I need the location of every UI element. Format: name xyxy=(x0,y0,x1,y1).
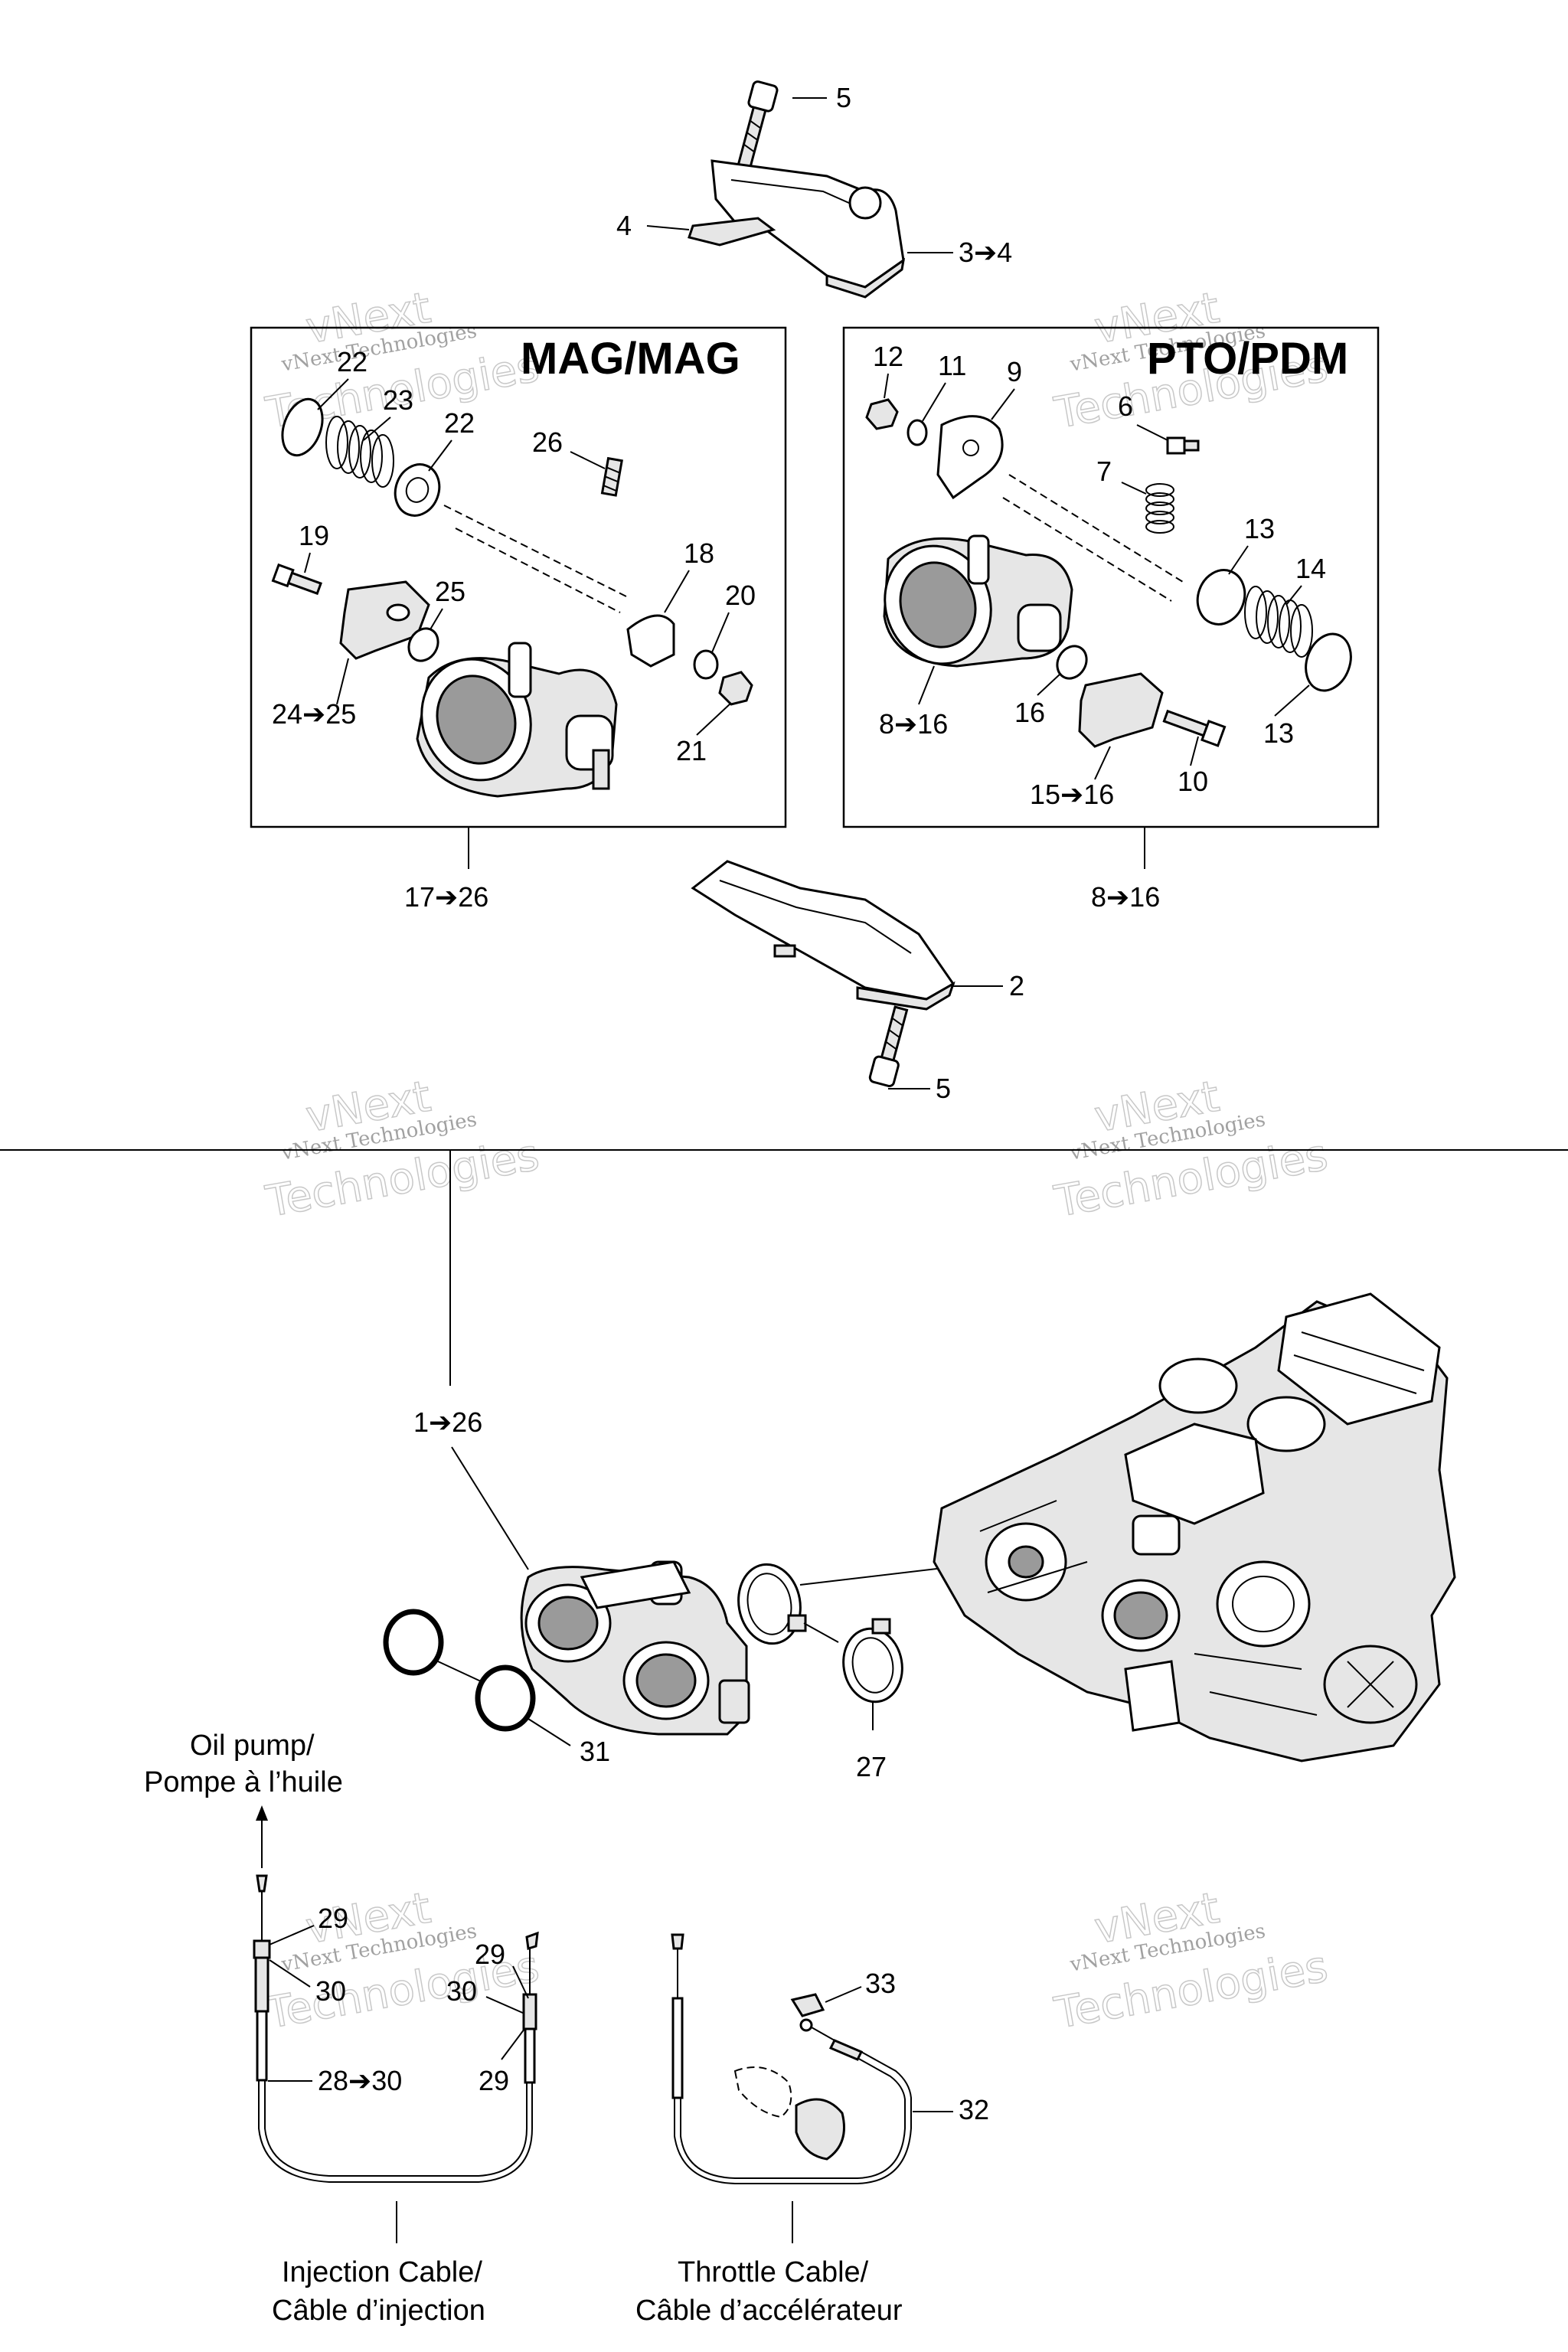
throttle-body-assembly xyxy=(520,1560,750,1736)
callout-25: 25 xyxy=(435,576,466,607)
o-ring-part-25 xyxy=(407,627,439,662)
callout-18: 18 xyxy=(684,537,714,569)
pto-section-box xyxy=(842,326,1380,828)
injection-cable-label: Injection Cable/ xyxy=(282,2256,482,2288)
callout-4: 4 xyxy=(616,210,632,241)
callout-30a: 30 xyxy=(315,1975,346,2007)
pto-throttle-body-part-8 xyxy=(883,534,1073,668)
callout-6: 6 xyxy=(1118,390,1133,422)
clip-part-4 xyxy=(688,217,776,247)
sensor-part-15 xyxy=(1078,672,1164,748)
callout-13b: 13 xyxy=(1263,717,1294,749)
callout-22a: 22 xyxy=(337,346,368,377)
washer-part-20 xyxy=(693,649,719,680)
o-ring-part-16 xyxy=(1056,645,1088,680)
engine-block xyxy=(933,1292,1456,1762)
spring-part-14 xyxy=(1244,586,1313,658)
callout-8-16-inner: 8➔16 xyxy=(879,708,948,740)
watermark-4: vNext vNext Technologies Technologies xyxy=(1050,1071,1332,1228)
oil-pump-label: Oil pump/ xyxy=(190,1730,315,1762)
callout-21: 21 xyxy=(676,735,707,766)
callout-23: 23 xyxy=(383,384,413,416)
callout-24-25: 24➔25 xyxy=(272,698,356,730)
washer-part-13a xyxy=(1196,569,1246,626)
o-ring-part-31a xyxy=(383,1609,444,1676)
throttle-cable-part-32 xyxy=(671,1933,912,2184)
callout-19: 19 xyxy=(299,520,329,551)
washer-part-22a xyxy=(281,397,324,457)
callout-30b: 30 xyxy=(446,1975,477,2007)
callout-12: 12 xyxy=(873,341,903,372)
o-ring-part-31b xyxy=(475,1664,536,1732)
throttle-cable-label-fr: Câble d’accélérateur xyxy=(635,2295,903,2327)
nut-part-21 xyxy=(718,671,753,706)
injection-cable-label-fr: Câble d’injection xyxy=(272,2295,485,2327)
callout-28-30: 28➔30 xyxy=(318,2065,402,2096)
nut-part-12 xyxy=(865,398,899,430)
callout-3-4: 3➔4 xyxy=(959,237,1012,268)
oil-pump-label-fr: Pompe à l’huile xyxy=(144,1766,343,1798)
callout-17-26: 17➔26 xyxy=(404,881,488,913)
watermark-3: vNext vNext Technologies Technologies xyxy=(262,1071,544,1228)
clamp-part-27a xyxy=(737,1563,807,1645)
callout-10: 10 xyxy=(1178,766,1208,797)
screw-part-10 xyxy=(1162,709,1227,747)
callout-5-bottom: 5 xyxy=(936,1073,951,1104)
callout-15-16: 15➔16 xyxy=(1030,779,1114,810)
callout-8-16: 8➔16 xyxy=(1091,881,1160,913)
pto-section-title: PTO/PDM xyxy=(1147,334,1348,384)
callout-31: 31 xyxy=(580,1736,610,1767)
injection-cable-part-28 xyxy=(253,1874,539,2183)
spring-part-23 xyxy=(325,416,394,488)
washer-part-13b xyxy=(1305,632,1352,692)
callout-5-top: 5 xyxy=(836,82,851,113)
callout-7: 7 xyxy=(1096,456,1112,487)
callout-13a: 13 xyxy=(1244,513,1275,544)
arrow-up-icon xyxy=(256,1805,268,1821)
screw-part-6 xyxy=(1166,436,1200,455)
callout-26: 26 xyxy=(532,426,563,458)
callout-32: 32 xyxy=(959,2094,989,2125)
spring-part-7 xyxy=(1145,483,1174,534)
callout-9: 9 xyxy=(1007,356,1022,387)
screw-part-26 xyxy=(600,456,623,497)
callout-29c: 29 xyxy=(479,2065,509,2096)
pto-throttle-body-group xyxy=(865,398,1352,748)
callout-22b: 22 xyxy=(444,407,475,439)
washer-part-11 xyxy=(906,419,928,446)
callout-29b: 29 xyxy=(475,1939,505,1970)
callout-14: 14 xyxy=(1295,553,1326,584)
throttle-handle xyxy=(733,2066,845,2161)
bolt-part-5-bottom xyxy=(868,1005,909,1088)
watermark-6: vNext vNext Technologies Technologies xyxy=(1050,1883,1332,2040)
upper-bracket-assembly xyxy=(688,80,906,299)
lever-part-9 xyxy=(936,415,1004,500)
callout-16: 16 xyxy=(1014,697,1045,728)
bracket-part-2 xyxy=(691,860,956,1001)
mag-section-box xyxy=(250,326,787,828)
callout-33: 33 xyxy=(865,1968,896,1999)
callout-1-26: 1➔26 xyxy=(413,1406,482,1438)
callout-29a: 29 xyxy=(318,1903,348,1934)
clamp-part-27b xyxy=(842,1618,903,1704)
bolt-part-5-top xyxy=(737,80,779,170)
callout-20: 20 xyxy=(725,580,756,611)
mag-section-title: MAG/MAG xyxy=(521,334,740,384)
callout-2: 2 xyxy=(1009,970,1024,1001)
screw-part-19 xyxy=(271,563,322,596)
throttle-cable-label: Throttle Cable/ xyxy=(678,2256,869,2288)
mag-throttle-body-part-17 xyxy=(416,642,618,798)
callout-27: 27 xyxy=(856,1751,887,1782)
mag-throttle-body-group xyxy=(271,397,753,798)
washer-part-22b xyxy=(394,463,441,517)
connector-part-33 xyxy=(790,1993,825,2017)
sensor-part-24 xyxy=(339,580,430,660)
lower-bracket-assembly xyxy=(691,860,956,1088)
callout-11: 11 xyxy=(938,350,966,381)
lever-part-18 xyxy=(626,614,675,668)
